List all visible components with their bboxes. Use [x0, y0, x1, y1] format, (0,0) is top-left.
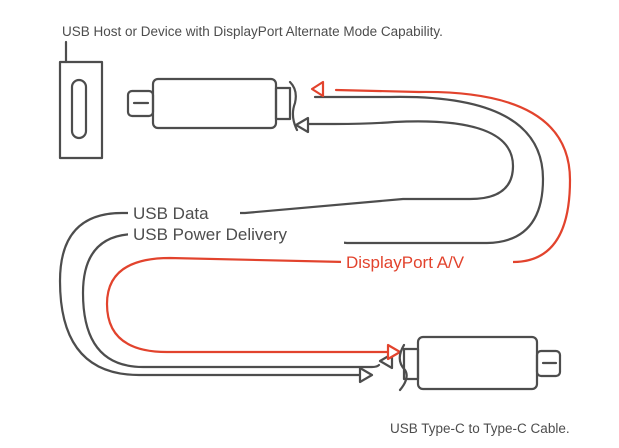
usb-data-label: USB Data	[133, 204, 209, 223]
host-title: USB Host or Device with DisplayPort Alte…	[62, 24, 443, 39]
usb-c-connector-icon	[126, 77, 292, 130]
cable-title: USB Type-C to Type-C Cable.	[390, 421, 570, 436]
displayport-arrowhead-bottom	[386, 343, 402, 361]
usb-data-line	[58, 120, 515, 377]
usb-power-label: USB Power Delivery	[133, 225, 287, 244]
displayport-arrowhead-top	[310, 80, 325, 98]
displayport-line	[105, 88, 572, 354]
usb-c-port-icon	[58, 60, 104, 160]
top-cable-break	[288, 80, 299, 132]
usb-data-arrowhead	[294, 116, 310, 134]
usb-c-connector-icon	[402, 335, 562, 391]
displayport-label: DisplayPort A/V	[346, 253, 465, 272]
